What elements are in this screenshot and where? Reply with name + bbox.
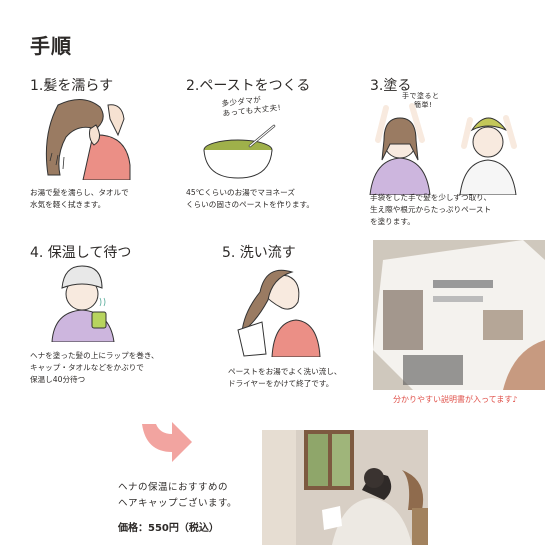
product-photo	[262, 430, 428, 545]
step-3-note-line: 簡単!	[414, 101, 433, 109]
step-2-note: 多少ダマが あっても大丈夫!	[221, 93, 282, 119]
recommend-line: ヘナの保温におすすめの	[118, 482, 229, 493]
price: 価格：550円（税込）	[118, 523, 219, 534]
step-4-illustration	[51, 265, 115, 342]
arrow-icon	[142, 422, 192, 462]
step-5-illustration	[237, 269, 321, 357]
step-2-title: 2.ペーストをつくる	[186, 78, 311, 94]
manual-photo	[373, 240, 545, 390]
step-1-title: 1.髪を濡らす	[30, 78, 114, 94]
step-3-desc-line: 生え際や根元からたっぷりペースト	[370, 205, 492, 214]
step-1-desc-line: 水気を軽く拭きます。	[30, 200, 106, 209]
step-2-desc-line: 45℃くらいのお湯でマヨネーズ	[186, 188, 295, 197]
step-4-desc-line: 保温し40分待つ	[30, 375, 86, 384]
recommend-line: ヘアキャップございます。	[118, 498, 238, 509]
step-4-desc-line: ヘナを塗った髪の上にラップを巻き、	[30, 351, 159, 360]
step-2-bowl-illustration	[203, 124, 276, 179]
step-4-desc: ヘナを塗った髪の上にラップを巻き、 キャップ・タオルなどをかぶりで 保温し40分…	[30, 350, 159, 386]
step-3-desc-line: 手袋をした手で髪を少しずつ取り、	[370, 193, 492, 202]
step-4-title: 4. 保温して待つ	[30, 245, 132, 261]
step-1-desc: お湯で髪を濡らし、タオルで 水気を軽く拭きます。	[30, 187, 129, 211]
page-title: 手順	[30, 34, 72, 58]
step-3-illustration	[369, 103, 517, 195]
step-3-title: 3.塗る	[370, 78, 412, 94]
manual-caption: 分かりやすい説明書が入ってます♪	[393, 395, 518, 404]
step-1-desc-line: お湯で髪を濡らし、タオルで	[30, 188, 129, 197]
step-5-desc: ペーストをお湯でよく洗い流し、 ドライヤーをかけて終了です。	[228, 366, 342, 390]
step-2-desc-line: くらいの固さのペーストを作ります。	[186, 200, 314, 209]
step-3-note-line: 手で塗ると	[402, 92, 440, 100]
step-4-desc-line: キャップ・タオルなどをかぶりで	[30, 363, 144, 372]
step-3-note: 手で塗ると 簡単!	[402, 92, 440, 110]
step-2-desc: 45℃くらいのお湯でマヨネーズ くらいの固さのペーストを作ります。	[186, 187, 314, 211]
step-1-illustration	[45, 99, 131, 180]
step-5-desc-line: ペーストをお湯でよく洗い流し、	[228, 367, 342, 376]
step-5-title: 5. 洗い流す	[222, 245, 296, 261]
step-3-desc-line: を塗ります。	[370, 217, 415, 226]
recommend-text: ヘナの保温におすすめの ヘアキャップございます。	[118, 480, 237, 512]
step-5-desc-line: ドライヤーをかけて終了です。	[228, 379, 334, 388]
step-3-desc: 手袋をした手で髪を少しずつ取り、 生え際や根元からたっぷりペースト を塗ります。	[370, 192, 491, 228]
